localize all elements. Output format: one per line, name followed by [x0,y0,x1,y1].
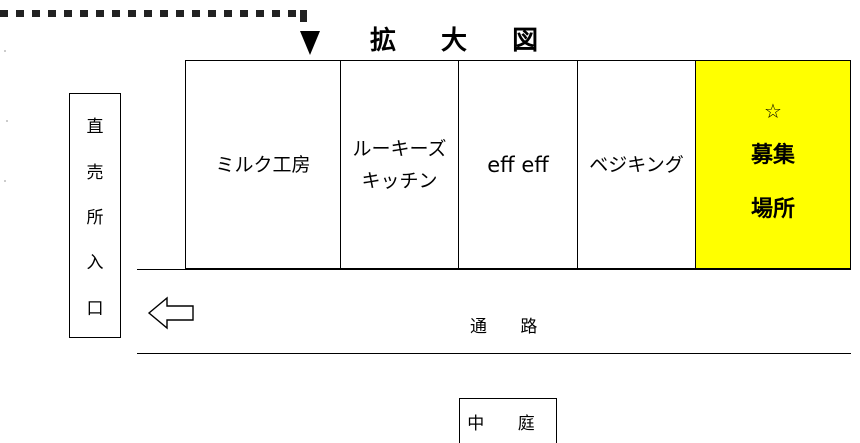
decorative-dot [4,180,6,182]
stall-label: ミルク工房 [215,153,311,176]
dotted-guide-corner [300,10,307,22]
entrance-char: 口 [86,298,104,319]
stall-label: eff eff [487,152,549,177]
path-bottom-line [137,353,851,354]
dotted-guide-line [0,10,300,17]
stall-label: 募集 場所 [750,142,795,222]
star-icon: ☆ [764,98,782,123]
stall-milk-kobo: ミルク工房 [185,60,341,269]
stall-label: ベジキング [589,153,684,176]
path-top-line [137,269,851,270]
stall-rookies-kitchen: ルーキーズ キッチン [340,60,459,269]
courtyard-box: 中 庭 [459,398,557,443]
entrance-char: 所 [86,207,104,228]
direct-store-entrance: 直 売 所 入 口 [69,93,121,338]
stall-vegeking: ベジキング [577,60,696,269]
down-arrow-icon [300,31,320,55]
courtyard-label: 中 庭 [467,413,549,434]
decorative-dot [4,50,6,52]
stall-label: ルーキーズ キッチン [352,137,447,192]
entrance-char: 直 [86,117,104,138]
stall-eff-eff: eff eff [458,60,578,269]
decorative-dot [6,120,8,122]
stall-recruiting: ☆ 募集 場所 [695,60,851,269]
path-label: 通 路 [470,317,552,337]
entrance-char: 売 [86,162,104,183]
left-arrow-icon [147,296,194,330]
entrance-char: 入 [86,253,104,274]
diagram-title: 拡 大 図 [370,26,557,56]
